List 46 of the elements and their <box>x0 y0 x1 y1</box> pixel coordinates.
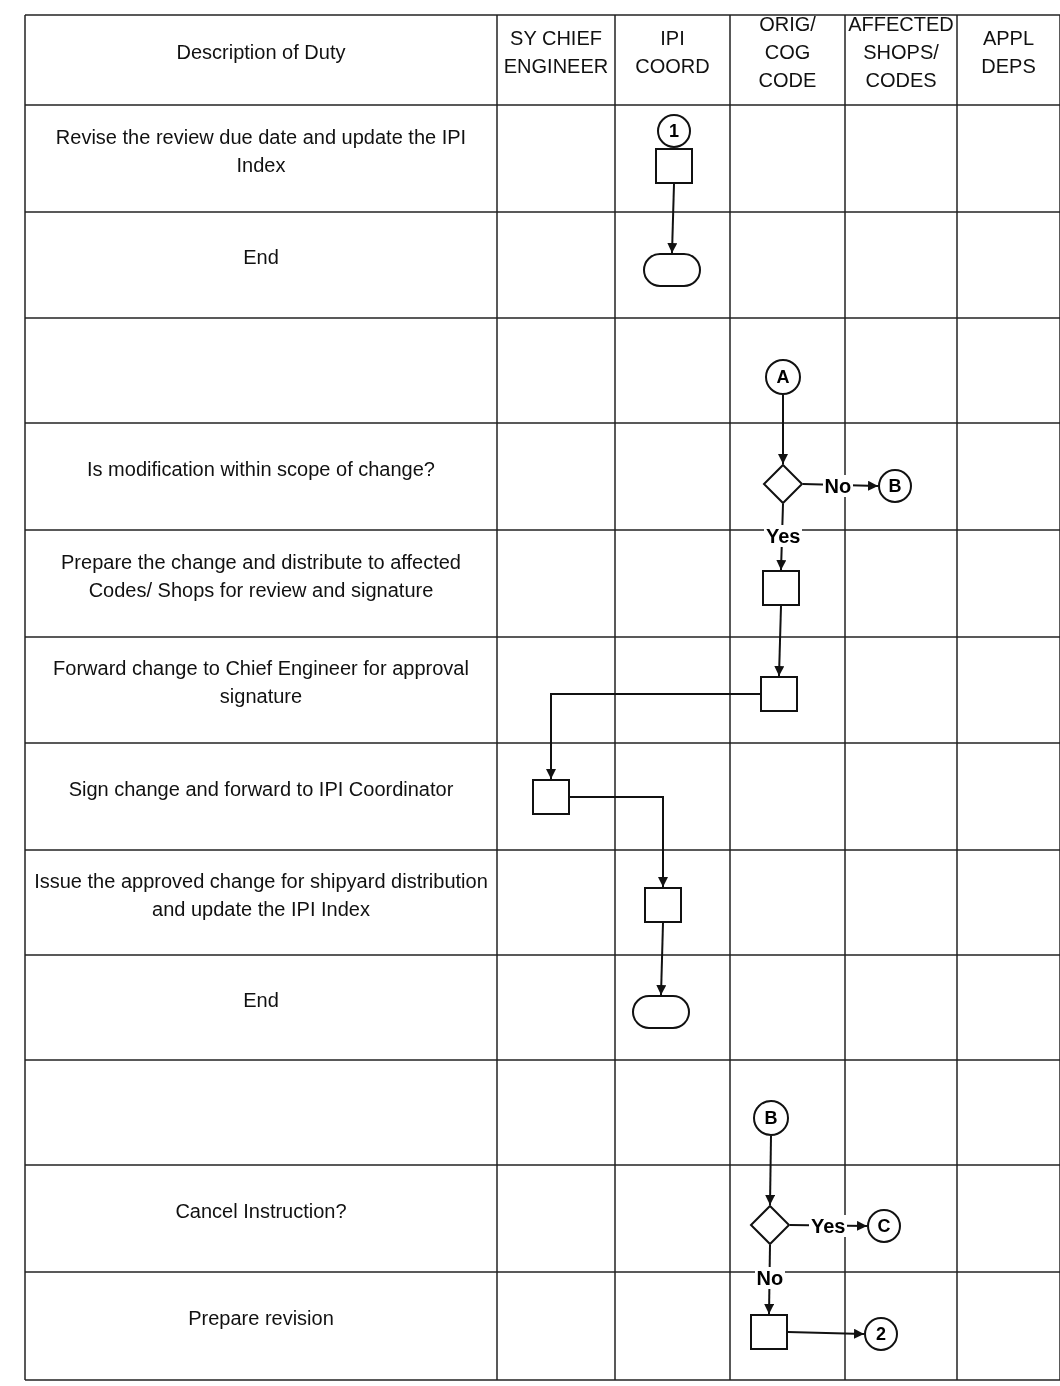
duty-description: Issue the approved change for shipyard distribution and update the IPI Index <box>33 868 489 922</box>
arrow <box>546 693 761 780</box>
column-header: AFFECTED SHOPS/ CODES <box>848 12 954 93</box>
column-header: Description of Duty <box>176 40 346 65</box>
arrow <box>802 480 879 491</box>
duty-description: Is modification within scope of change? <box>87 456 435 482</box>
arrow <box>774 605 785 677</box>
process-box <box>532 779 570 815</box>
duty-description: End <box>243 245 279 270</box>
column-header: IPI COORD <box>634 26 711 79</box>
arrow <box>656 922 667 996</box>
arrow <box>764 1244 775 1315</box>
connector-circle: B <box>878 469 912 503</box>
arrow <box>765 1135 776 1206</box>
decision-diamond <box>763 464 803 504</box>
arrow <box>776 503 787 571</box>
duty-description: Prepare revision <box>188 1306 334 1331</box>
arrow <box>787 1328 865 1339</box>
process-box <box>750 1314 788 1350</box>
duty-description: Revise the review due date and update the IPI Index <box>54 124 468 178</box>
duty-description: End <box>243 987 279 1013</box>
column-header: APPL DEPS <box>980 26 1037 79</box>
duty-description: Prepare the change and distribute to affected Codes/ Shops for review and signature <box>60 549 462 603</box>
column-header: ORIG/ COG CODE <box>757 12 818 93</box>
column-header: SY CHIEF ENGINEER <box>503 26 609 79</box>
connector-circle: A <box>765 359 801 395</box>
process-box <box>644 887 682 923</box>
decision-diamond <box>750 1205 790 1245</box>
process-box <box>655 148 693 184</box>
arrow <box>789 1220 868 1231</box>
arrow <box>778 394 788 465</box>
edge-label: Yes <box>764 525 803 547</box>
process-box <box>760 676 798 712</box>
connector-circle: 2 <box>864 1317 898 1351</box>
edge-label: Yes <box>809 1215 848 1237</box>
duty-description: Cancel Instruction? <box>175 1198 347 1224</box>
duty-description: Sign change and forward to IPI Coordinator <box>68 776 454 802</box>
process-box <box>762 570 800 606</box>
edge-label: No <box>754 1267 786 1289</box>
duty-description: Forward change to Chief Engineer for approval signature <box>52 656 470 709</box>
arrow <box>569 796 668 888</box>
edge-label: No <box>822 475 854 497</box>
connector-circle: B <box>753 1100 789 1136</box>
connector-circle: C <box>867 1209 901 1243</box>
arrow <box>667 183 678 254</box>
connector-circle: 1 <box>657 114 691 148</box>
